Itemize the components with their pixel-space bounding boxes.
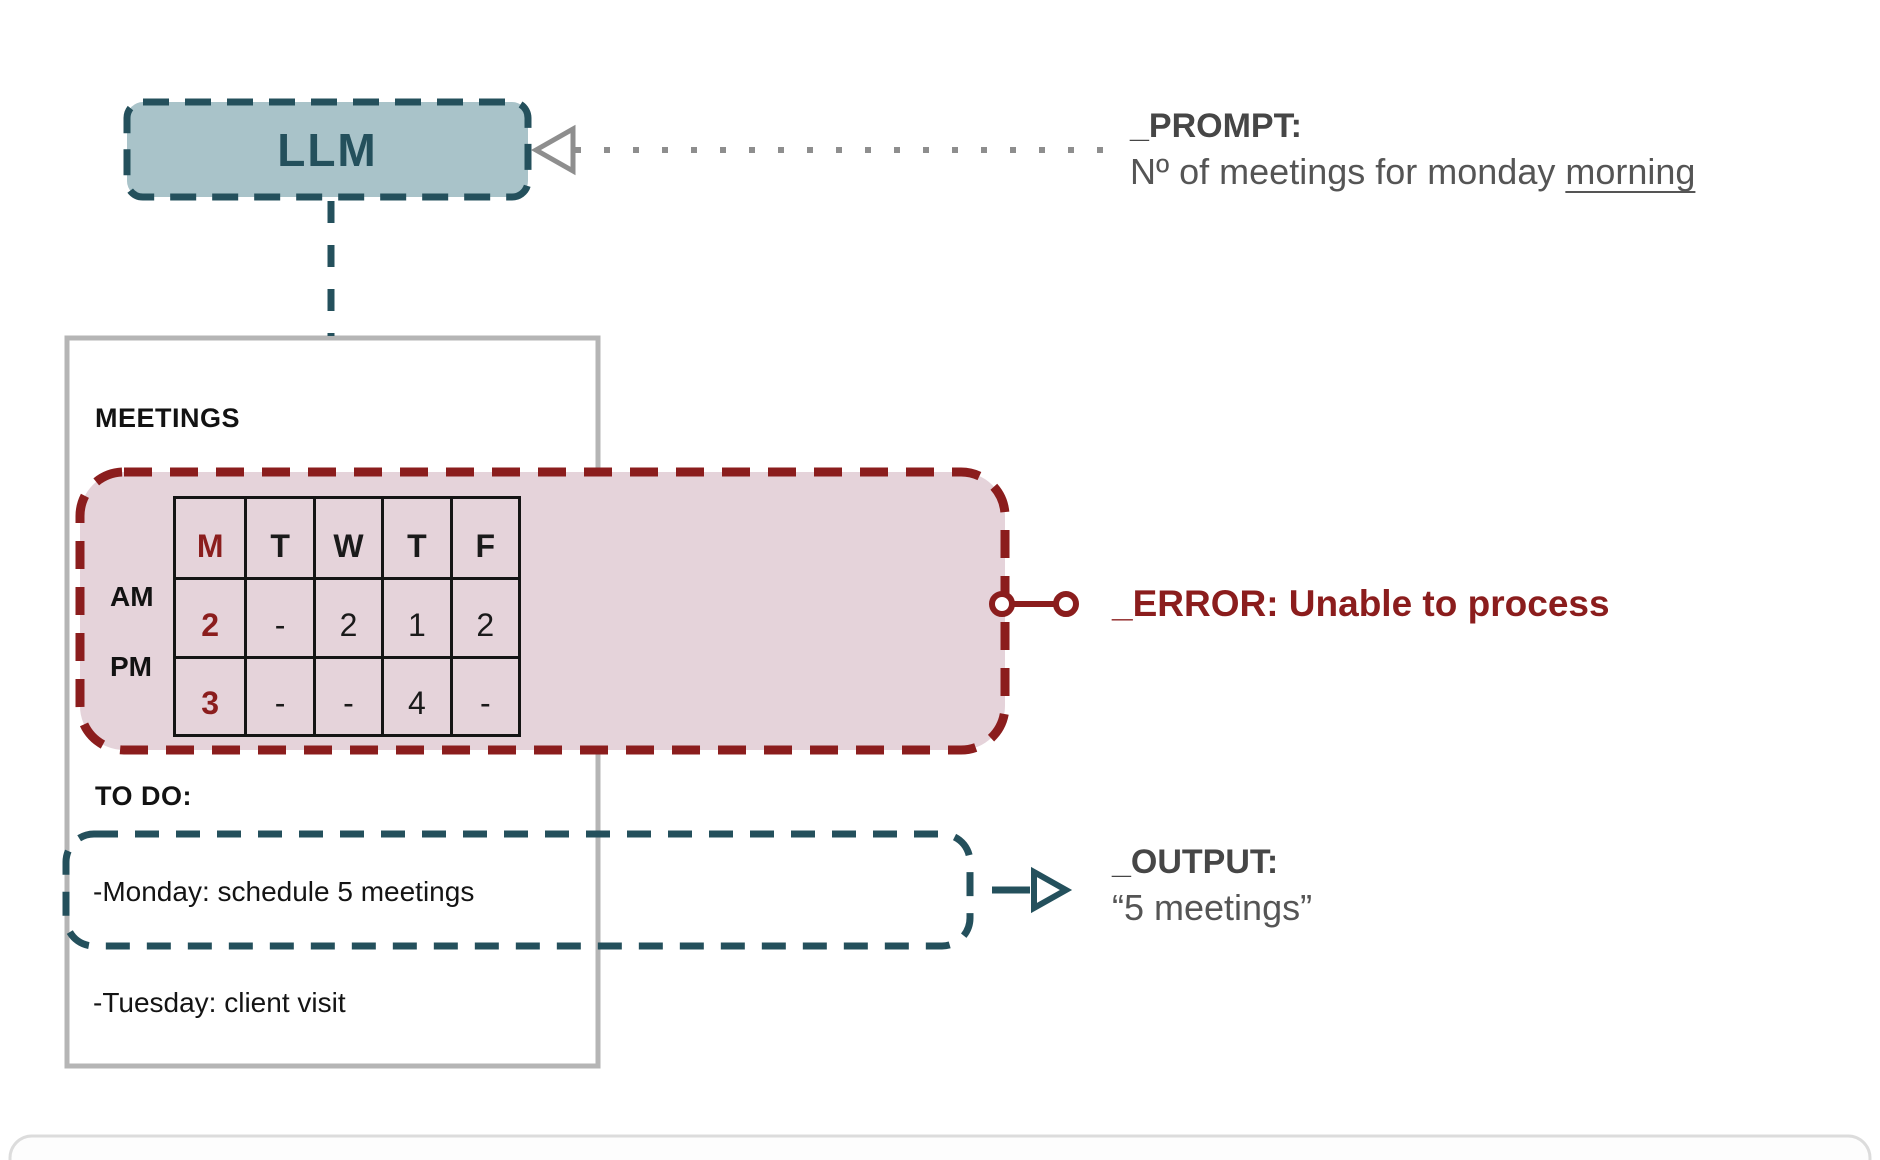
calendar-cell-pm-monday: 3	[176, 655, 245, 734]
calendar-cell: 2	[312, 577, 382, 656]
calendar-row-label-pm: PM	[110, 651, 152, 682]
calendar-cell: -	[312, 655, 382, 734]
prompt-title: _PROMPT:	[1130, 107, 1302, 145]
calendar-row-label-am: AM	[110, 581, 154, 612]
prompt-question-emphasis: morning	[1565, 151, 1696, 192]
calendar-cell: -	[449, 655, 518, 734]
window-bottom-edge	[8, 1134, 1872, 1160]
prompt-question-text: Nº of meetings for monday	[1130, 151, 1566, 192]
prompt-question: Nº of meetings for monday morning	[1130, 150, 1695, 194]
calendar-cell: -	[244, 655, 313, 734]
error-highlight-region	[75, 467, 1010, 755]
llm-box	[123, 98, 532, 201]
calendar-cell: 2	[449, 577, 518, 656]
prompt-arrowhead-icon	[530, 124, 576, 176]
calendar-header-cell: F	[449, 499, 518, 578]
calendar-header-cell: T	[244, 499, 312, 578]
calendar-cell: -	[244, 577, 313, 656]
todo-item-tuesday: -Tuesday: client visit	[93, 987, 346, 1018]
todo-heading: TO DO:	[95, 781, 192, 811]
error-connector-node-icon	[1053, 591, 1079, 617]
monday-task-outline	[62, 830, 974, 950]
calendar-cell: 4	[381, 655, 450, 734]
error-connector-node-icon	[989, 591, 1015, 617]
calendar-header-cell: W	[312, 499, 381, 578]
error-label: _ERROR: Unable to process	[1112, 583, 1610, 624]
meetings-heading: MEETINGS	[95, 403, 241, 433]
calendar-header-cell: M	[196, 528, 224, 565]
output-value: “5 meetings”	[1112, 887, 1313, 928]
output-arrowhead-icon	[1031, 866, 1073, 914]
calendar-cell-am-monday: 2	[176, 577, 245, 655]
meetings-calendar-table: M T W T F 2 - 2 1 2 3 - - 4 -	[173, 496, 521, 737]
todo-item-monday: -Monday: schedule 5 meetings	[93, 876, 475, 907]
output-title: _OUTPUT:	[1112, 843, 1279, 881]
calendar-header-cell: T	[381, 499, 449, 578]
calendar-cell: 1	[381, 577, 450, 656]
llm-box-label: LLM	[277, 123, 378, 176]
